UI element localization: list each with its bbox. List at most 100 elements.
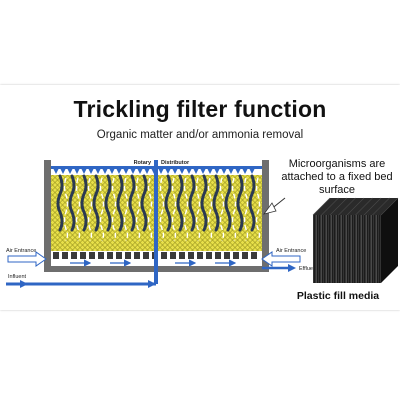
distributor-nozzle: [242, 169, 248, 174]
distributor-nozzle: [60, 169, 66, 174]
trickle-line: [207, 177, 213, 242]
biofilm-streak: [224, 174, 232, 232]
plastic-fill-media-caption: Plastic fill media: [296, 290, 380, 302]
trickle-line: [123, 177, 129, 242]
underdrain-block: [224, 252, 230, 259]
distributor-nozzle: [130, 169, 136, 174]
underdrain-block: [161, 252, 167, 259]
tank-right-wall: [262, 160, 269, 270]
trickle-line: [75, 177, 81, 242]
biofilm-streak: [164, 174, 172, 232]
trickle-line: [159, 177, 165, 242]
underdrain-block: [116, 252, 122, 259]
distributor-nozzle: [214, 169, 220, 174]
trickle-line: [195, 177, 201, 242]
microorganisms-callout-text: Microorganisms are attached to a fixed b…: [281, 158, 393, 196]
underdrain-block: [197, 252, 203, 259]
biofilm-streak: [116, 174, 124, 232]
biofilm-streak: [56, 174, 64, 232]
air-entrance-left-label: Air Entrance: [6, 248, 36, 254]
trickle-line: [183, 177, 189, 242]
underdrain-block: [107, 252, 113, 259]
air-entrance-right-label: Air Entrance: [276, 248, 306, 254]
trickle-line: [111, 177, 117, 242]
underdrain-block: [170, 252, 176, 259]
media-top-line: [338, 197, 356, 216]
underdrain-block: [53, 252, 59, 259]
effluent-label: Effluent: [299, 266, 318, 272]
distributor-nozzle: [207, 169, 213, 174]
distributor-nozzles: [53, 169, 255, 174]
media-top-line: [363, 197, 382, 216]
biofilm-streak: [200, 174, 208, 232]
distributor-nozzle: [102, 169, 108, 174]
underdrain-block: [179, 252, 185, 259]
air-entrance-left-arrow: [7, 251, 47, 267]
trickle-line: [87, 177, 93, 242]
underdrain-block: [188, 252, 194, 259]
distributor-nozzle: [88, 169, 94, 174]
rotary-label: Rotary: [134, 160, 152, 166]
trickle-line: [231, 177, 237, 242]
trickle-line: [147, 177, 153, 242]
distributor-nozzle: [200, 169, 206, 174]
effluent-pipe: [262, 264, 296, 272]
trickle-line: [255, 177, 261, 242]
biofilm-streak: [80, 174, 88, 232]
biofilm-streak: [212, 174, 220, 232]
media-top-line: [372, 197, 390, 216]
biofilm-streak: [104, 174, 112, 232]
diagram-title: Trickling filter function: [73, 96, 327, 122]
tank-left-wall: [44, 160, 51, 270]
distributor-nozzle: [53, 169, 59, 174]
effluent-arrowhead: [288, 264, 296, 272]
distributor-nozzle: [249, 169, 255, 174]
diagram-subtitle: Organic matter and/or ammonia removal: [96, 129, 304, 141]
underdrain-block: [206, 252, 212, 259]
distributor-nozzle: [179, 169, 185, 174]
distributor-nozzle: [172, 169, 178, 174]
trickle-line: [243, 177, 249, 242]
biofilm-streak: [140, 174, 148, 232]
distributor-nozzle: [137, 169, 143, 174]
distributor-label: Distributor: [161, 160, 190, 166]
plastic-fill-media-image: [312, 197, 399, 283]
underdrain-block: [80, 252, 86, 259]
distributor-nozzle: [186, 169, 192, 174]
trickle-line: [219, 177, 225, 242]
rotary-distributor: [51, 160, 262, 284]
distributor-nozzle: [165, 169, 171, 174]
media-top-line: [346, 197, 365, 216]
media-top-line: [321, 197, 339, 216]
media-top-line: [312, 197, 331, 216]
distributor-nozzle: [67, 169, 73, 174]
biofilm-streak: [92, 174, 100, 232]
underdrain-block: [98, 252, 104, 259]
distributor-nozzle: [193, 169, 199, 174]
distributor-nozzle: [221, 169, 227, 174]
influent-label: Influent: [8, 274, 27, 280]
trickle-line: [171, 177, 177, 242]
underdrain-block: [125, 252, 131, 259]
trickle-line: [99, 177, 105, 242]
trickle-line: [135, 177, 141, 242]
distributor-nozzle: [95, 169, 101, 174]
underdrain-block: [62, 252, 68, 259]
center-column: [154, 160, 158, 284]
distributor-nozzle: [144, 169, 150, 174]
influent-arrowhead: [20, 280, 28, 288]
trickle-line: [63, 177, 69, 242]
distributor-nozzle: [109, 169, 115, 174]
distributor-nozzle: [228, 169, 234, 174]
distributor-nozzle: [74, 169, 80, 174]
underdrain-block: [143, 252, 149, 259]
biofilm-streak: [188, 174, 196, 232]
media-top-line: [355, 197, 373, 216]
distributor-nozzle: [158, 169, 164, 174]
biofilm-streak: [176, 174, 184, 232]
influent-pipe: [6, 280, 156, 288]
influent-arrow-end: [148, 280, 156, 288]
underdrain-block: [251, 252, 257, 259]
biofilm-streaks: [56, 174, 256, 232]
